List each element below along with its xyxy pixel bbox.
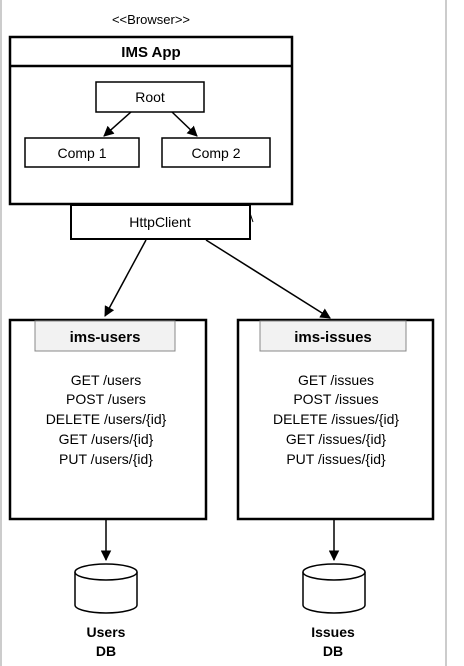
http-client-tick [249, 212, 254, 223]
users-db-icon [74, 572, 138, 614]
root-component: Root [95, 81, 205, 113]
users-db-label-line2: DB [96, 643, 116, 659]
root-to-comp1-arrow [103, 111, 132, 137]
issues-db: Issues DB [302, 563, 366, 659]
users-endpoint: GET /users [71, 372, 142, 388]
users-service: ims-users GET /users POST /users DELETE … [8, 318, 208, 521]
issues-endpoint: DELETE /issues/{id} [273, 411, 399, 427]
users-endpoint: DELETE /users/{id} [46, 411, 167, 427]
issues-endpoint: GET /issues [298, 372, 374, 388]
users-service-name: ims-users [70, 329, 141, 346]
comp1-component: Comp 1 [24, 137, 140, 168]
issues-endpoint: GET /issues/{id} [286, 431, 386, 447]
users-endpoint: POST /users [66, 391, 146, 407]
client-to-users-arrow [104, 239, 147, 317]
users-db-label-line1: Users [87, 624, 126, 640]
comp2-component: Comp 2 [161, 137, 271, 168]
comp2-component-label: Comp 2 [191, 145, 240, 161]
http-client: HttpClient [70, 204, 251, 240]
browser-stereotype: <<Browser>> [112, 12, 190, 27]
issues-service: ims-issues GET /issues POST /issues DELE… [236, 318, 435, 521]
users-endpoint: GET /users/{id} [59, 431, 154, 447]
issues-endpoint: PUT /issues/{id} [286, 451, 386, 467]
issues-db-icon [302, 572, 366, 614]
comp1-component-label: Comp 1 [57, 145, 106, 161]
root-to-comp2-arrow [171, 111, 198, 137]
issues-db-label-line1: Issues [311, 624, 355, 640]
issues-service-name: ims-issues [294, 329, 372, 346]
ims-app-title: IMS App [121, 44, 180, 61]
issues-db-label-line2: DB [323, 643, 343, 659]
client-to-issues-arrow [205, 239, 331, 319]
issues-endpoint: POST /issues [293, 391, 378, 407]
http-client-label: HttpClient [129, 214, 191, 230]
ims-app-container: IMS App [8, 35, 294, 206]
users-endpoint: PUT /users/{id} [59, 451, 153, 467]
users-db: Users DB [74, 563, 138, 659]
root-component-label: Root [135, 89, 165, 105]
